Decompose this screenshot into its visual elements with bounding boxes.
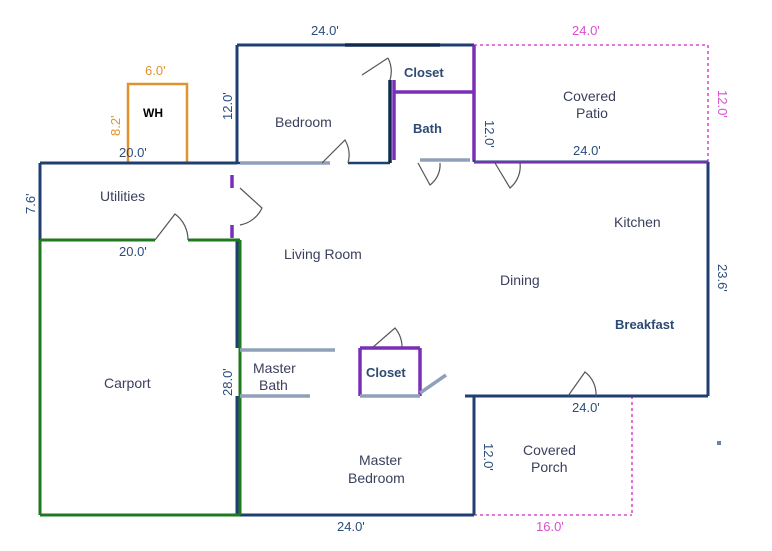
covered-patio-outline bbox=[474, 44, 709, 162]
label-dining: Dining bbox=[500, 272, 540, 288]
label-master-bath-1: Master bbox=[253, 360, 296, 376]
label-carport: Carport bbox=[104, 375, 151, 391]
dim-wh-height: 8.2' bbox=[108, 115, 123, 136]
label-closet-top: Closet bbox=[404, 65, 444, 80]
label-living-room: Living Room bbox=[284, 246, 362, 262]
label-master-bedroom-2: Bedroom bbox=[348, 470, 405, 486]
label-closet-bottom: Closet bbox=[366, 365, 406, 380]
dim-top-bedroom-width: 24.0' bbox=[311, 23, 339, 38]
door-swings bbox=[154, 57, 597, 397]
carport-outline bbox=[38, 238, 242, 517]
dim-kitchen-height: 23.6' bbox=[715, 264, 730, 292]
label-utilities: Utilities bbox=[100, 188, 145, 204]
label-covered-patio-2: Patio bbox=[576, 105, 608, 121]
dim-utilities-height: 7.6' bbox=[23, 193, 38, 214]
dim-utilities-bottom-width: 20.0' bbox=[119, 244, 147, 259]
dim-patio-bottom-width: 24.0' bbox=[573, 143, 601, 158]
dim-porch-bottom-width: 16.0' bbox=[536, 519, 564, 534]
dim-bath-height: 12.0' bbox=[482, 120, 497, 148]
closet-dark-walls bbox=[345, 43, 440, 163]
label-covered-porch-1: Covered bbox=[523, 442, 576, 458]
dim-porch-height: 12.0' bbox=[481, 443, 496, 471]
label-wh: WH bbox=[143, 106, 163, 120]
label-master-bath-2: Bath bbox=[259, 377, 288, 393]
dim-wh-width: 6.0' bbox=[145, 63, 166, 78]
label-breakfast: Breakfast bbox=[615, 317, 675, 332]
master-bath-walls bbox=[240, 158, 470, 398]
label-bath: Bath bbox=[413, 121, 442, 136]
covered-porch-outline bbox=[474, 396, 633, 516]
small-marker bbox=[717, 441, 721, 445]
dim-top-patio-width: 24.0' bbox=[572, 23, 600, 38]
dim-porch-top-width: 24.0' bbox=[572, 400, 600, 415]
label-bedroom: Bedroom bbox=[275, 114, 332, 130]
dim-bedroom-height: 12.0' bbox=[220, 92, 235, 120]
dim-utilities-top-width: 20.0' bbox=[119, 145, 147, 160]
bath-closet-walls bbox=[230, 45, 708, 396]
dim-carport-height: 28.0' bbox=[220, 368, 235, 396]
dim-patio-height: 12.0' bbox=[715, 90, 730, 118]
label-master-bedroom-1: Master bbox=[359, 452, 402, 468]
dim-bottom-width: 24.0' bbox=[337, 519, 365, 534]
label-covered-porch-2: Porch bbox=[531, 459, 568, 475]
label-kitchen: Kitchen bbox=[614, 214, 661, 230]
label-covered-patio-1: Covered bbox=[563, 88, 616, 104]
